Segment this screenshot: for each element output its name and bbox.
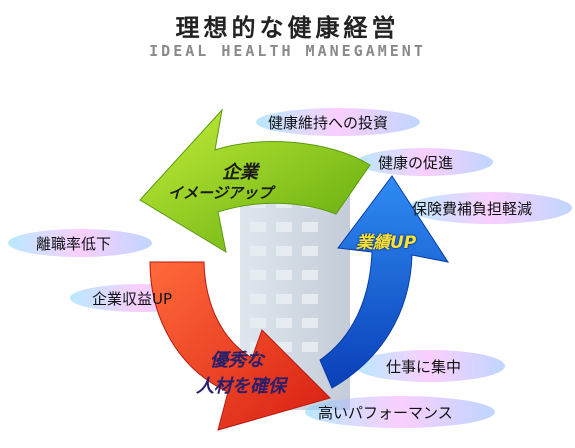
red-arrow bbox=[149, 261, 331, 431]
green-arrow-label-line2: イメージアップ bbox=[168, 184, 273, 202]
tag-profit: 企業収益UP bbox=[92, 290, 173, 308]
tag-performance: 高いパフォーマンス bbox=[318, 404, 453, 422]
green-arrow bbox=[139, 108, 371, 254]
tag-insurance: 保険費補負担軽減 bbox=[412, 200, 533, 218]
blue-arrow-label: 業績UP bbox=[356, 233, 417, 253]
page-subtitle: IDEAL HEALTH MANEGAMENT bbox=[149, 42, 426, 60]
green-arrow-label-line1: 企業 bbox=[222, 162, 258, 183]
red-arrow-label-line1: 優秀な bbox=[210, 350, 264, 371]
red-arrow-label-line2: 人材を確保 bbox=[196, 376, 286, 397]
tag-turnover: 離職率低下 bbox=[36, 235, 112, 253]
tag-investment: 健康維持への投資 bbox=[268, 114, 389, 132]
blue-arrow bbox=[319, 175, 450, 389]
tag-focus: 仕事に集中 bbox=[386, 358, 462, 376]
page-title: 理想的な健康経営 bbox=[175, 14, 400, 42]
tag-promotion: 健康の促進 bbox=[378, 154, 454, 172]
